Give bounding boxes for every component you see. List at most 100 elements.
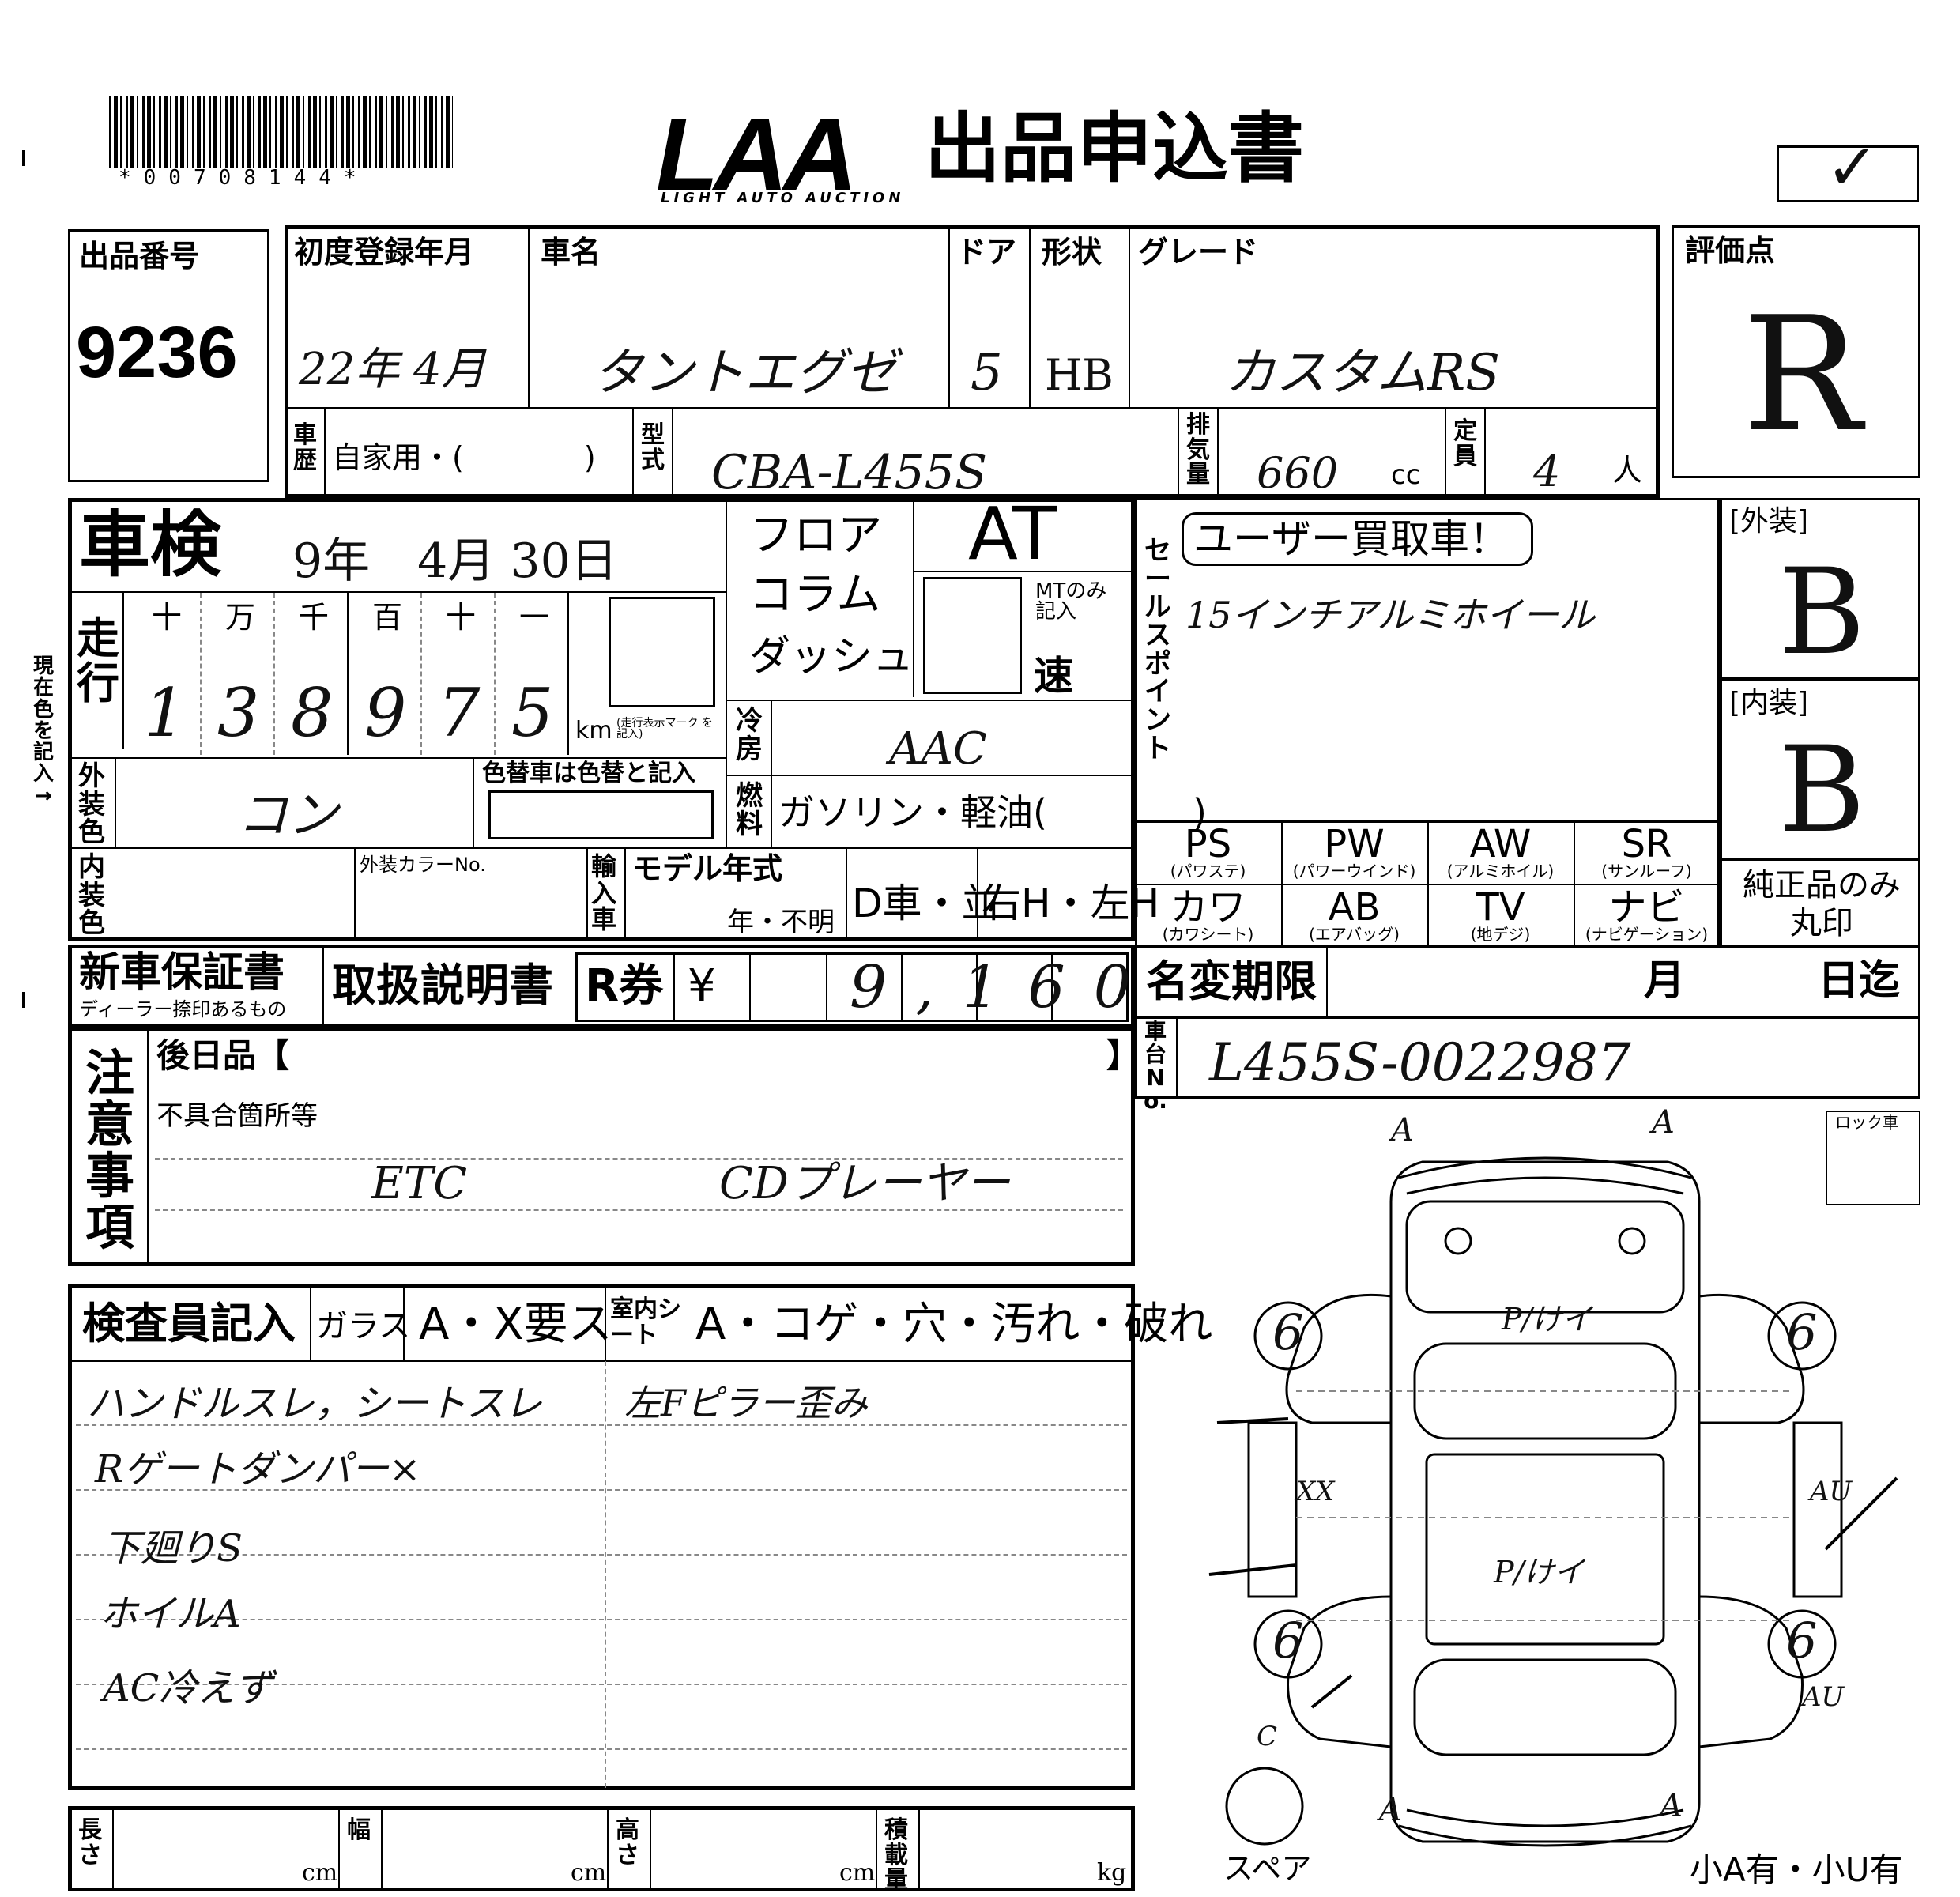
- inspector-comment-3: 下廻りS: [103, 1526, 243, 1571]
- margin-tick: [22, 150, 25, 166]
- shape-value: HB: [1045, 350, 1114, 400]
- car-name-label: 車名: [541, 235, 601, 270]
- equipment-code-sr[interactable]: SR: [1621, 822, 1672, 866]
- displacement-value: 660: [1257, 448, 1339, 498]
- divider: [122, 591, 124, 749]
- divider: [672, 409, 673, 496]
- equipment-sub: (アルミホイル): [1446, 862, 1555, 881]
- exterior-grade-value: B: [1778, 544, 1866, 681]
- history-value: 自家用・( ): [332, 440, 596, 475]
- shift-floor[interactable]: フロア: [749, 510, 882, 561]
- dimensions-box: [68, 1806, 1135, 1891]
- divider: [901, 954, 903, 1020]
- documents-box: [68, 945, 1135, 1028]
- mileage-digit: 9: [364, 674, 407, 752]
- door-label: ドア: [956, 235, 1017, 270]
- exterior-color-label: 外装色: [78, 760, 105, 849]
- equipment-code-カワ[interactable]: カワ: [1170, 885, 1246, 930]
- dashed-line: [76, 1554, 1127, 1556]
- lot-label: 出品番号: [79, 239, 200, 273]
- divider: [977, 847, 978, 941]
- divider: [632, 409, 634, 496]
- right-doors: [1792, 1421, 1843, 1598]
- handle-option[interactable]: 右H・左H: [982, 881, 1160, 926]
- dashed-line: [76, 1489, 1127, 1491]
- lock-label: ロック車: [1835, 1113, 1898, 1132]
- shift-column[interactable]: コラム: [749, 569, 881, 620]
- divider: [70, 1360, 1133, 1362]
- car-body-outline: [1389, 1160, 1701, 1843]
- divider: [1427, 820, 1429, 884]
- wheel-mark: 6: [1786, 1303, 1818, 1361]
- notes-box: [68, 1028, 1135, 1266]
- wheel-mark: 6: [1272, 1303, 1304, 1361]
- divider: [1029, 228, 1031, 407]
- equipment-code-ab[interactable]: AB: [1328, 885, 1381, 930]
- divider: [112, 1808, 114, 1890]
- mileage-digit-header: 一: [519, 600, 550, 635]
- model-value: CBA-L455S: [711, 445, 988, 500]
- divider: [338, 1808, 340, 1890]
- barcode-number: *00708144*: [119, 166, 369, 190]
- glass-options: A・X要ス: [419, 1299, 612, 1350]
- scratch-stroke: [1208, 1563, 1297, 1576]
- front-bumper: [1398, 1156, 1692, 1179]
- equipment-sub: (カワシート): [1162, 925, 1254, 944]
- displacement-label: 排気量: [1186, 411, 1210, 488]
- interior-grade-label: [内装]: [1729, 687, 1809, 719]
- divider: [1129, 228, 1130, 407]
- mt-box[interactable]: [923, 577, 1022, 694]
- recycle-value: 9,160: [850, 953, 1159, 1021]
- equipment-sub: (地デジ): [1470, 925, 1531, 944]
- mileage-digit: 7: [438, 674, 481, 752]
- front-right-fender: [1698, 1293, 1805, 1424]
- equipment-code-ナビ[interactable]: ナビ: [1608, 885, 1685, 930]
- divider: [749, 954, 751, 1020]
- left-info-box: [68, 498, 1135, 941]
- divider: [727, 700, 1134, 701]
- divider: [607, 1808, 609, 1890]
- shift-dash[interactable]: ダッシュ: [749, 633, 914, 681]
- dealer-option[interactable]: D車・並: [852, 881, 1001, 926]
- check-box[interactable]: [1777, 145, 1919, 202]
- mt-note: MTのみ 記入: [1035, 579, 1107, 624]
- equipment-code-aw[interactable]: AW: [1469, 822, 1532, 866]
- mileage-mark-box[interactable]: [609, 597, 715, 707]
- inspector-comment-2: Rゲートダンパー×: [95, 1447, 421, 1492]
- wheel-front-left: [1253, 1301, 1323, 1371]
- inspector-comment-5: AC冷えず: [103, 1666, 273, 1710]
- name-change-day: 日迄: [1818, 957, 1901, 1005]
- divider: [726, 500, 727, 847]
- dimension-label-length: 長さ: [78, 1816, 102, 1869]
- divider: [605, 1361, 606, 1788]
- divider: [586, 847, 588, 941]
- dashed-line: [76, 1684, 1127, 1685]
- divider: [624, 847, 626, 941]
- divider: [567, 593, 569, 755]
- exterior-grade-label: [外装]: [1729, 505, 1809, 537]
- divider: [403, 1287, 405, 1360]
- lock-box[interactable]: [1826, 1111, 1920, 1205]
- divider: [913, 500, 914, 697]
- left-doors: [1247, 1421, 1298, 1598]
- equipment-code-ps[interactable]: PS: [1184, 822, 1232, 866]
- scratch-stroke: [1216, 1417, 1289, 1424]
- chassis-value: L455S-0022987: [1209, 1032, 1631, 1093]
- seat-options: A・コゲ・穴・汚れ・破れ: [695, 1299, 1213, 1350]
- mileage-digit-header: 十: [446, 600, 477, 635]
- shape-label: 形状: [1042, 235, 1102, 270]
- color-change-box[interactable]: [488, 790, 714, 839]
- wheel-rear-left: [1253, 1609, 1323, 1679]
- divider: [605, 1287, 606, 1360]
- side-mark: XX: [1296, 1476, 1335, 1507]
- exterior-color-no-label: 外装カラーNo.: [360, 854, 486, 876]
- equipment-code-pw[interactable]: PW: [1324, 822, 1385, 866]
- divider: [1484, 409, 1486, 496]
- laa-logo: LAA: [656, 96, 858, 212]
- scratch-stroke: [1824, 1476, 1898, 1551]
- equipment-sub: (パワステ): [1170, 862, 1246, 881]
- car-diagram: [1208, 1156, 1898, 1847]
- equipment-code-tv[interactable]: TV: [1476, 885, 1525, 930]
- divider: [1281, 884, 1283, 947]
- wheel-mark: 6: [1272, 1612, 1304, 1669]
